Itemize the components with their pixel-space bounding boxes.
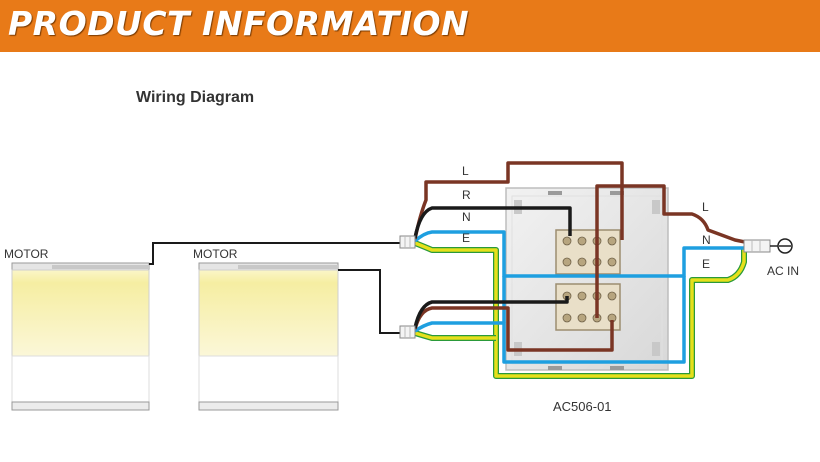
diagram-title: Wiring Diagram: [136, 89, 254, 106]
label-e-in: E: [462, 231, 470, 245]
motor-right: MOTOR: [193, 247, 339, 411]
connector-top: [399, 235, 416, 249]
neutral-wire: [413, 230, 745, 364]
motor-left-label: MOTOR: [4, 247, 49, 261]
motor-right-cable: [338, 269, 400, 334]
switched-wire: [413, 206, 572, 329]
label-r-in: R: [462, 188, 471, 202]
ac-input-label: AC IN: [767, 264, 799, 278]
label-l-in: L: [462, 164, 469, 178]
connector-bottom: [399, 325, 416, 339]
motor-right-label: MOTOR: [193, 247, 238, 261]
label-l-out: L: [702, 200, 709, 214]
page-title: PRODUCT INFORMATION: [8, 4, 470, 43]
motor-left: MOTOR: [4, 247, 150, 411]
model-label: AC506-01: [553, 399, 612, 414]
motor-left-cable: [149, 242, 400, 265]
switch-panel: [505, 187, 669, 371]
earth-wire: [413, 240, 747, 379]
label-n-in: N: [462, 210, 471, 224]
connector-ac: [743, 239, 771, 253]
ac-plug-icon: [770, 238, 793, 254]
header-banner: PRODUCT INFORMATION: [0, 0, 820, 52]
label-n-out: N: [702, 233, 711, 247]
label-e-out: E: [702, 257, 710, 271]
